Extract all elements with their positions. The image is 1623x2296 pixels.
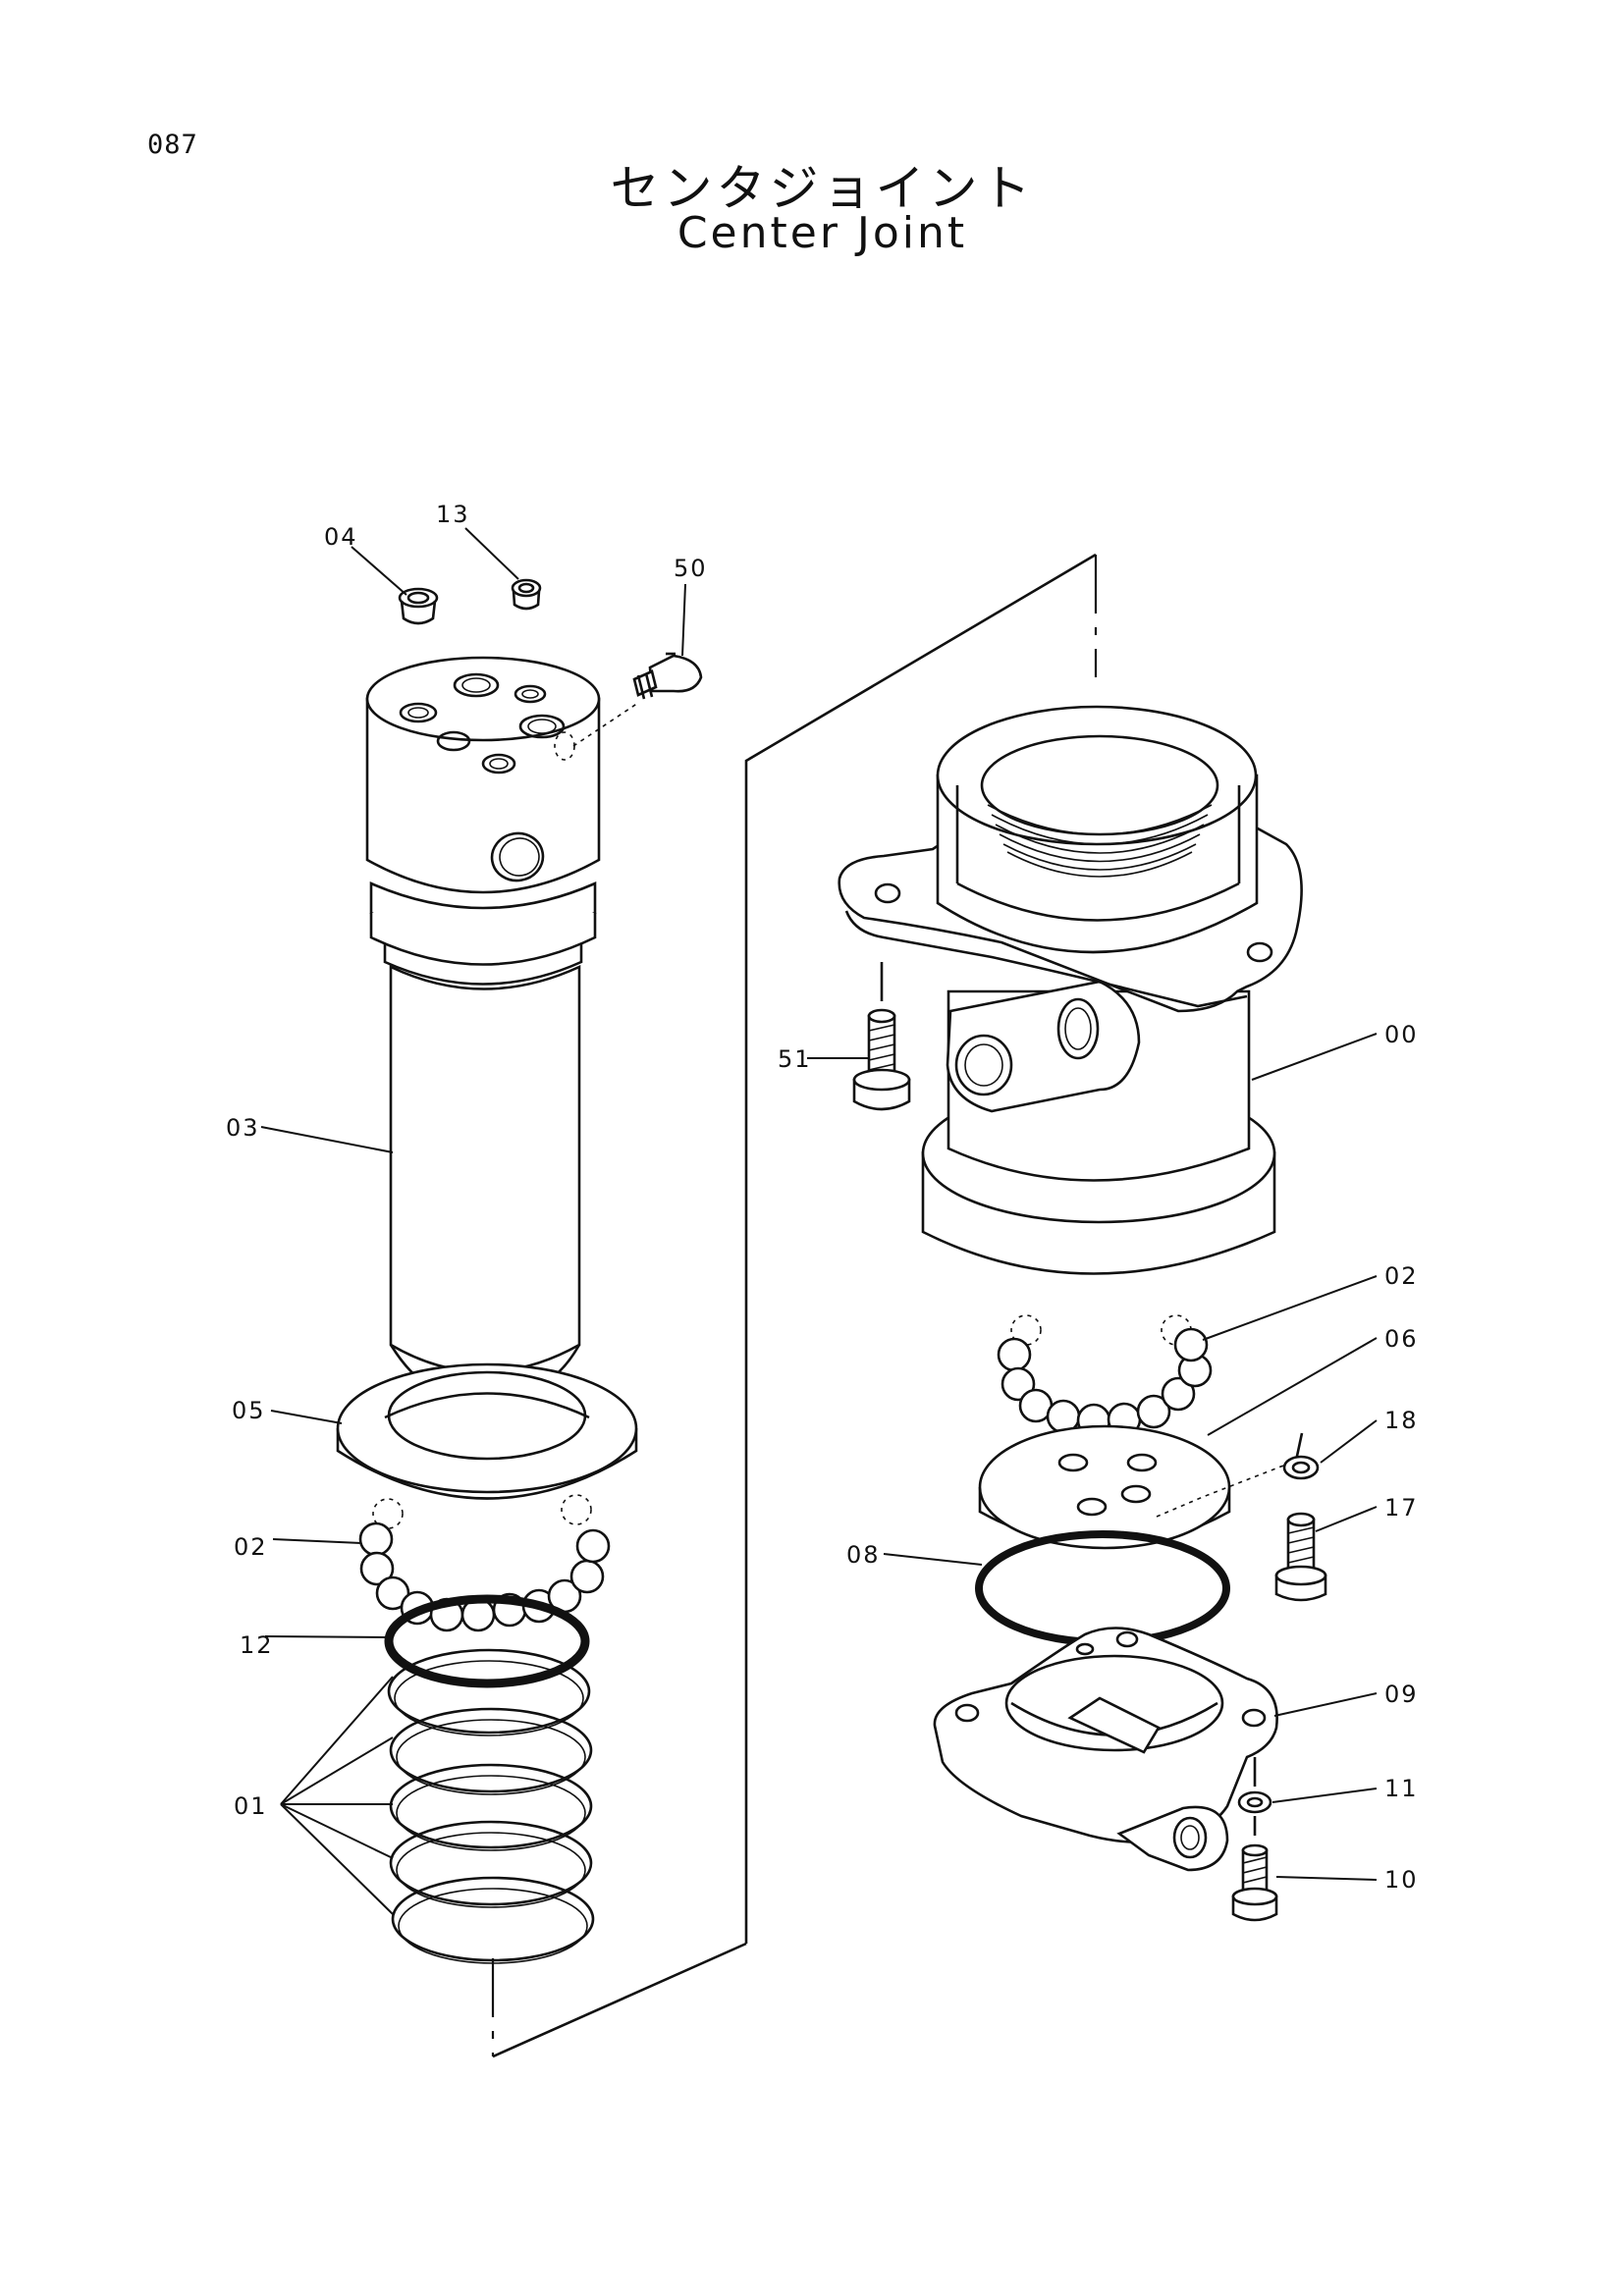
callout-11: 11: [1384, 1775, 1419, 1802]
title-english: Center Joint: [676, 208, 968, 258]
callout-18: 18: [1384, 1407, 1419, 1434]
part-11-washer: [1237, 1757, 1272, 1814]
callout-10: 10: [1384, 1866, 1419, 1894]
part-04-plug: [398, 587, 439, 625]
callout-04: 04: [324, 523, 358, 551]
callout-00: 00: [1384, 1021, 1419, 1048]
callout-05: 05: [232, 1397, 266, 1424]
callout-13: 13: [436, 501, 470, 528]
callout-51: 51: [778, 1045, 812, 1073]
assembly-alignment-line: [491, 553, 1098, 2058]
part-02-steel-balls-right: [997, 1314, 1213, 1438]
part-10-bolt: [1231, 1816, 1278, 1922]
part-03-swivel-shaft: [365, 656, 601, 1397]
part-05-thrust-plate: [336, 1362, 638, 1500]
part-51-bolt: [852, 962, 911, 1111]
leader-lines: [260, 527, 1378, 1915]
part-17-bolt: [1274, 1512, 1327, 1602]
part-09-cover: [933, 1627, 1278, 1872]
part-13-plug: [511, 578, 542, 611]
part-18-washer: [1282, 1455, 1320, 1480]
page-number: 087: [147, 130, 198, 160]
part-01-seal-rings: [387, 1648, 595, 1964]
callout-12: 12: [240, 1631, 274, 1659]
part-02-steel-balls-left: [358, 1494, 611, 1632]
callout-01: 01: [234, 1792, 268, 1820]
part-08-o-ring: [975, 1530, 1230, 1646]
callout-03: 03: [226, 1114, 260, 1142]
part-12-o-ring: [384, 1594, 590, 1688]
callout-09: 09: [1384, 1681, 1419, 1708]
callout-labels: 04 13 50 03 05 02 12 01 51 00 02 06 18 1…: [226, 501, 1419, 1894]
part-00-body: [838, 705, 1303, 1275]
callout-02-left: 02: [234, 1533, 268, 1561]
title-japanese: センタジョイント: [610, 160, 1035, 217]
callout-50: 50: [674, 555, 708, 582]
callout-17: 17: [1384, 1494, 1419, 1522]
callout-06: 06: [1384, 1325, 1419, 1353]
callout-08: 08: [846, 1541, 881, 1569]
callout-02-right: 02: [1384, 1262, 1419, 1290]
part-50-grease-fitting: [632, 652, 703, 700]
part-06-plate: [978, 1424, 1304, 1550]
